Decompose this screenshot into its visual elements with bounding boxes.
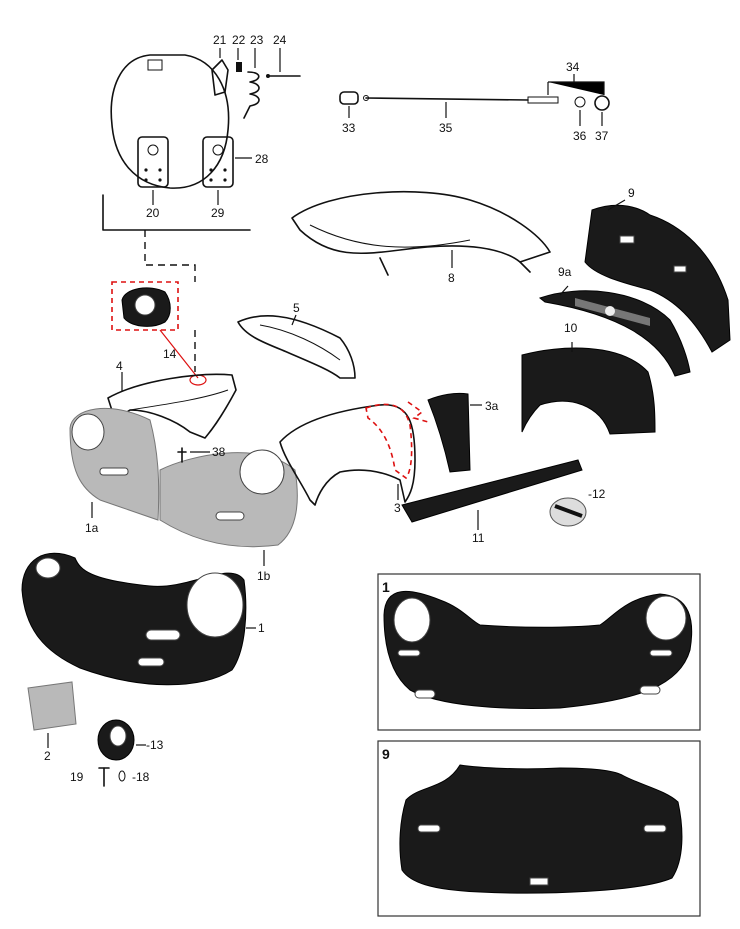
spring-23 bbox=[243, 71, 260, 119]
label-28: 28 bbox=[255, 152, 269, 166]
label-13: -13 bbox=[146, 738, 164, 752]
lock-plate-20 bbox=[137, 136, 169, 188]
label-14: 14 bbox=[163, 347, 177, 361]
front-half-panel-1a bbox=[69, 408, 160, 521]
label-12: -12 bbox=[588, 487, 606, 501]
label-38: 38 bbox=[212, 445, 226, 459]
label-1a: 1a bbox=[85, 521, 99, 535]
label-37: 37 bbox=[595, 129, 609, 143]
label-9a: 9a bbox=[558, 265, 572, 279]
label-3a: 3a bbox=[485, 399, 499, 413]
repair-panel-3a bbox=[427, 392, 471, 473]
label-36: 36 bbox=[573, 129, 587, 143]
front-half-panel-1b bbox=[159, 449, 298, 548]
label-33: 33 bbox=[342, 121, 356, 135]
screw-19 bbox=[98, 767, 110, 787]
roof-panel-8 bbox=[291, 190, 551, 276]
label-5: 5 bbox=[293, 301, 300, 315]
inset-box-9 bbox=[377, 740, 701, 917]
rear-panel-9 bbox=[584, 204, 731, 353]
red-dashed-mark-3a bbox=[407, 401, 429, 423]
clip-38 bbox=[177, 447, 187, 463]
label-11: 11 bbox=[472, 531, 485, 545]
quarter-panel-3 bbox=[279, 404, 416, 506]
latch-21 bbox=[211, 59, 229, 96]
label-1: 1 bbox=[258, 621, 265, 635]
label-23: 23 bbox=[250, 33, 264, 47]
front-panel-1 bbox=[21, 552, 247, 686]
label-4: 4 bbox=[116, 359, 123, 373]
hood-lid-drawing bbox=[110, 54, 230, 189]
label-20: 20 bbox=[146, 206, 160, 220]
label-18: -18 bbox=[132, 770, 150, 784]
highlight-box-14 bbox=[111, 281, 179, 331]
rear-wheel-panel-10 bbox=[521, 347, 656, 435]
headlight-ring-13 bbox=[97, 719, 135, 761]
label-35: 35 bbox=[439, 121, 453, 135]
inset-label-1: 1 bbox=[382, 579, 390, 595]
cowl-panel-5 bbox=[237, 315, 356, 379]
badge-disc-12 bbox=[549, 497, 587, 527]
inset-front-panel-1 bbox=[383, 590, 693, 709]
label-24: 24 bbox=[273, 33, 287, 47]
label-3: 3 bbox=[394, 501, 401, 515]
label-10: 10 bbox=[564, 321, 578, 335]
label-21: 21 bbox=[213, 33, 227, 47]
cable-assembly bbox=[339, 91, 610, 111]
washer-18 bbox=[118, 770, 126, 782]
red-dashed-section-3 bbox=[365, 403, 413, 480]
label-8: 8 bbox=[448, 271, 455, 285]
inset-rear-panel-9 bbox=[399, 764, 683, 894]
inset-label-9: 9 bbox=[382, 746, 390, 762]
label-9: 9 bbox=[628, 186, 635, 200]
headlight-bucket-14 bbox=[121, 287, 171, 327]
label-19: 19 bbox=[70, 770, 84, 784]
bracket-plate-2 bbox=[27, 681, 77, 731]
inset-box-1 bbox=[377, 573, 701, 731]
lock-plate-29 bbox=[202, 136, 234, 188]
label-22: 22 bbox=[232, 33, 246, 47]
rocker-panel-11 bbox=[401, 459, 583, 523]
front-upper-panel-4 bbox=[107, 373, 237, 439]
label-34: 34 bbox=[566, 60, 580, 74]
rear-grille-panel-9a bbox=[538, 290, 691, 377]
label-1b: 1b bbox=[257, 569, 271, 583]
stud-22 bbox=[236, 62, 242, 72]
label-29: 29 bbox=[211, 206, 225, 220]
label-2: 2 bbox=[44, 749, 51, 763]
rod-24 bbox=[266, 74, 301, 78]
